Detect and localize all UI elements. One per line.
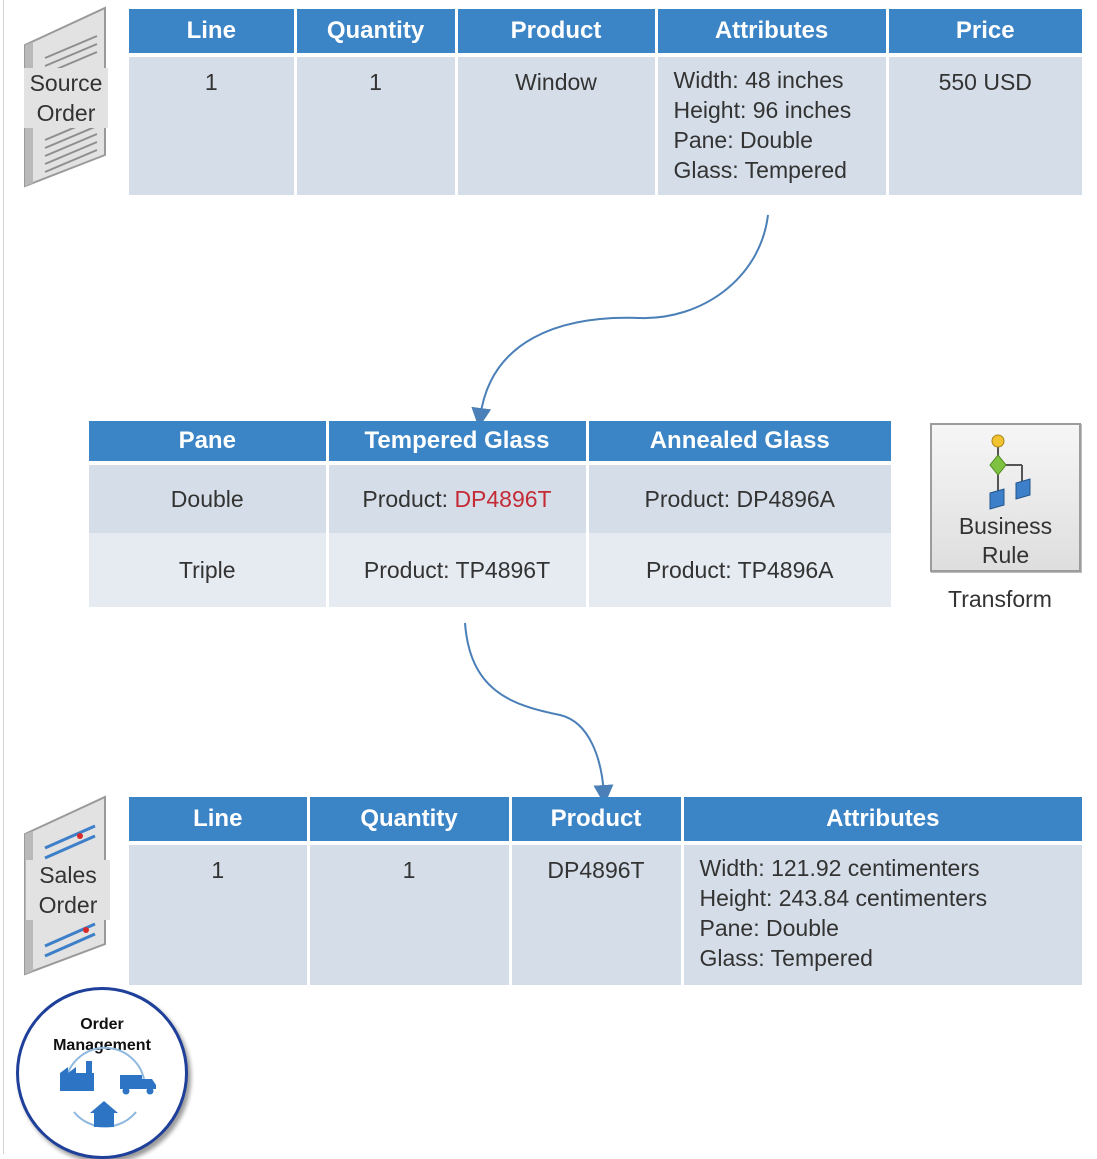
source-price-cell: 550 USD [887, 55, 1082, 195]
transform-caption: Transform [948, 586, 1052, 612]
order-management-label-line2: Management [53, 1037, 151, 1054]
source-order-header-row: Line Quantity Product Attributes Price [129, 9, 1082, 57]
source-order-label-line1: Source [29, 70, 103, 96]
sales-order-header-row: Line Quantity Product Attributes [129, 797, 1082, 845]
source-attr-glass: Glass: Tempered [673, 157, 847, 183]
header-line: Line [129, 797, 310, 845]
source-attr-width: Width: 48 inches [673, 67, 844, 93]
business-rule-box: Business Rule [930, 423, 1081, 572]
order-management-label: Order Management [19, 1014, 185, 1056]
sales-order-table: Line Quantity Product Attributes 1 1 DP4… [129, 797, 1082, 985]
business-rule-label-line1: Business [958, 513, 1053, 539]
source-attr-height: Height: 96 inches [673, 97, 852, 123]
header-annealed-glass: Annealed Glass [587, 421, 891, 465]
product-prefix: Product: [645, 556, 732, 583]
sales-product-cell: DP4896T [510, 843, 684, 985]
business-rule-label-line2: Rule [981, 542, 1030, 568]
sales-attr-pane: Pane: Double [699, 915, 839, 941]
tempered-cell-triple: Product: TP4896T [327, 533, 589, 607]
tempered-cell-double: Product: DP4896T [327, 463, 589, 533]
order-management-label-line1: Order [80, 1016, 124, 1033]
header-quantity: Quantity [295, 9, 458, 57]
source-attributes-cell: Width: 48 inches Height: 96 inches Pane:… [656, 55, 889, 195]
sales-attr-width: Width: 121.92 centimenters [699, 855, 980, 881]
sales-order-label: Sales Order [26, 860, 110, 920]
sales-attr-glass: Glass: Tempered [699, 945, 873, 971]
pane-cell-double: Double [89, 463, 329, 533]
annealed-product-triple: TP4896A [737, 556, 834, 583]
source-order-label-line2: Order [36, 100, 96, 126]
sales-quantity-cell: 1 [308, 843, 512, 985]
header-pane: Pane [89, 421, 329, 465]
annealed-cell-double: Product: DP4896A [587, 463, 891, 533]
source-line-cell: 1 [129, 55, 297, 195]
sales-order-label-line2: Order [38, 892, 98, 918]
annealed-cell-triple: Product: TP4896A [587, 533, 891, 607]
sales-order-row: 1 1 DP4896T Width: 121.92 centimenters H… [129, 843, 1082, 985]
rule-row-triple: Triple Product: TP4896T Product: TP4896A [89, 533, 891, 607]
source-attr-pane: Pane: Double [673, 127, 813, 153]
header-tempered-glass: Tempered Glass [327, 421, 589, 465]
sales-attr-height: Height: 243.84 centimenters [699, 885, 988, 911]
sales-line-cell: 1 [129, 843, 310, 985]
left-frame-line [3, 0, 4, 1154]
header-product: Product [510, 797, 684, 845]
factory-icon [60, 1061, 94, 1091]
order-management-badge: Order Management [16, 987, 188, 1159]
sales-order-document-icon [24, 795, 106, 976]
home-icon [90, 1101, 118, 1127]
tempered-product-triple: TP4896T [455, 556, 551, 583]
rule-header-row: Pane Tempered Glass Annealed Glass [89, 421, 891, 465]
header-product: Product [456, 9, 658, 57]
product-prefix: Product: [363, 556, 450, 583]
header-attributes: Attributes [656, 9, 889, 57]
connector-rule-to-sales [464, 622, 614, 805]
header-price: Price [887, 9, 1082, 57]
tempered-product-double: DP4896T [454, 485, 552, 512]
truck-icon [120, 1075, 156, 1095]
product-prefix: Product: [362, 485, 449, 512]
rule-row-double: Double Product: DP4896T Product: DP4896A [89, 463, 891, 533]
header-line: Line [129, 9, 297, 57]
source-order-label: Source Order [24, 68, 108, 128]
header-attributes: Attributes [682, 797, 1082, 845]
source-quantity-cell: 1 [295, 55, 458, 195]
source-order-table: Line Quantity Product Attributes Price 1… [129, 9, 1082, 195]
flowchart-icon [989, 434, 1031, 510]
annealed-product-double: DP4896A [736, 485, 835, 512]
source-order-row: 1 1 Window Width: 48 inches Height: 96 i… [129, 55, 1082, 195]
sales-attributes-cell: Width: 121.92 centimenters Height: 243.8… [682, 843, 1082, 985]
connector-source-to-rule [471, 214, 769, 428]
order-management-icons [60, 1046, 156, 1128]
product-prefix: Product: [644, 485, 731, 512]
header-quantity: Quantity [308, 797, 512, 845]
transform-rule-table: Pane Tempered Glass Annealed Glass Doubl… [89, 421, 891, 607]
sales-order-label-line1: Sales [39, 862, 97, 888]
pane-cell-triple: Triple [89, 533, 329, 607]
source-product-cell: Window [456, 55, 658, 195]
business-rule-label: Business Rule [932, 512, 1079, 570]
